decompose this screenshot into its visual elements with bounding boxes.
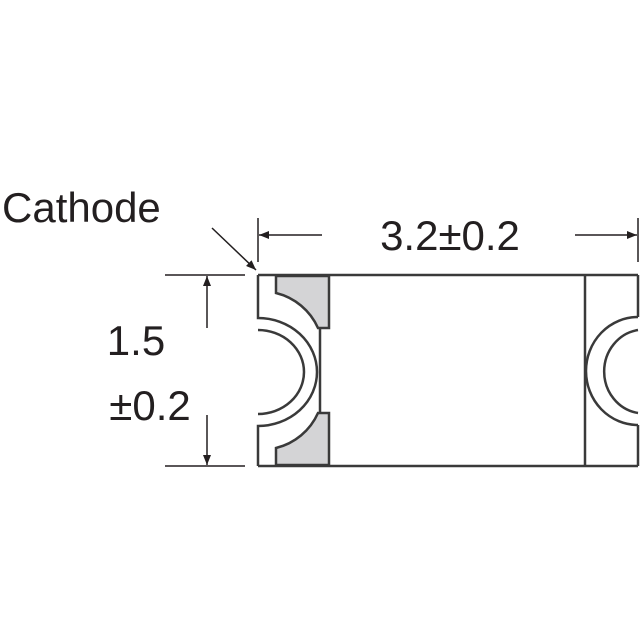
left-terminal-inner-notch — [257, 328, 306, 416]
led-body — [256, 273, 640, 468]
height-dimension-tolerance: ±0.2 — [109, 382, 190, 429]
height-dimension: 1.5 ±0.2 — [107, 274, 245, 467]
right-terminal-outer-notch — [584, 315, 639, 427]
right-terminal-inner-notch — [602, 328, 639, 415]
cathode-pad-top — [274, 274, 331, 330]
width-dimension-label: 3.2±0.2 — [380, 212, 520, 259]
cathode-leader-arrow — [211, 227, 257, 271]
cathode-label: Cathode — [2, 184, 161, 231]
body-outline — [258, 273, 640, 468]
width-dimension: 3.2±0.2 — [257, 212, 639, 262]
left-terminal-outer-notch — [256, 275, 319, 466]
cathode-pad-bottom — [274, 411, 331, 467]
height-dimension-value: 1.5 — [107, 317, 165, 364]
